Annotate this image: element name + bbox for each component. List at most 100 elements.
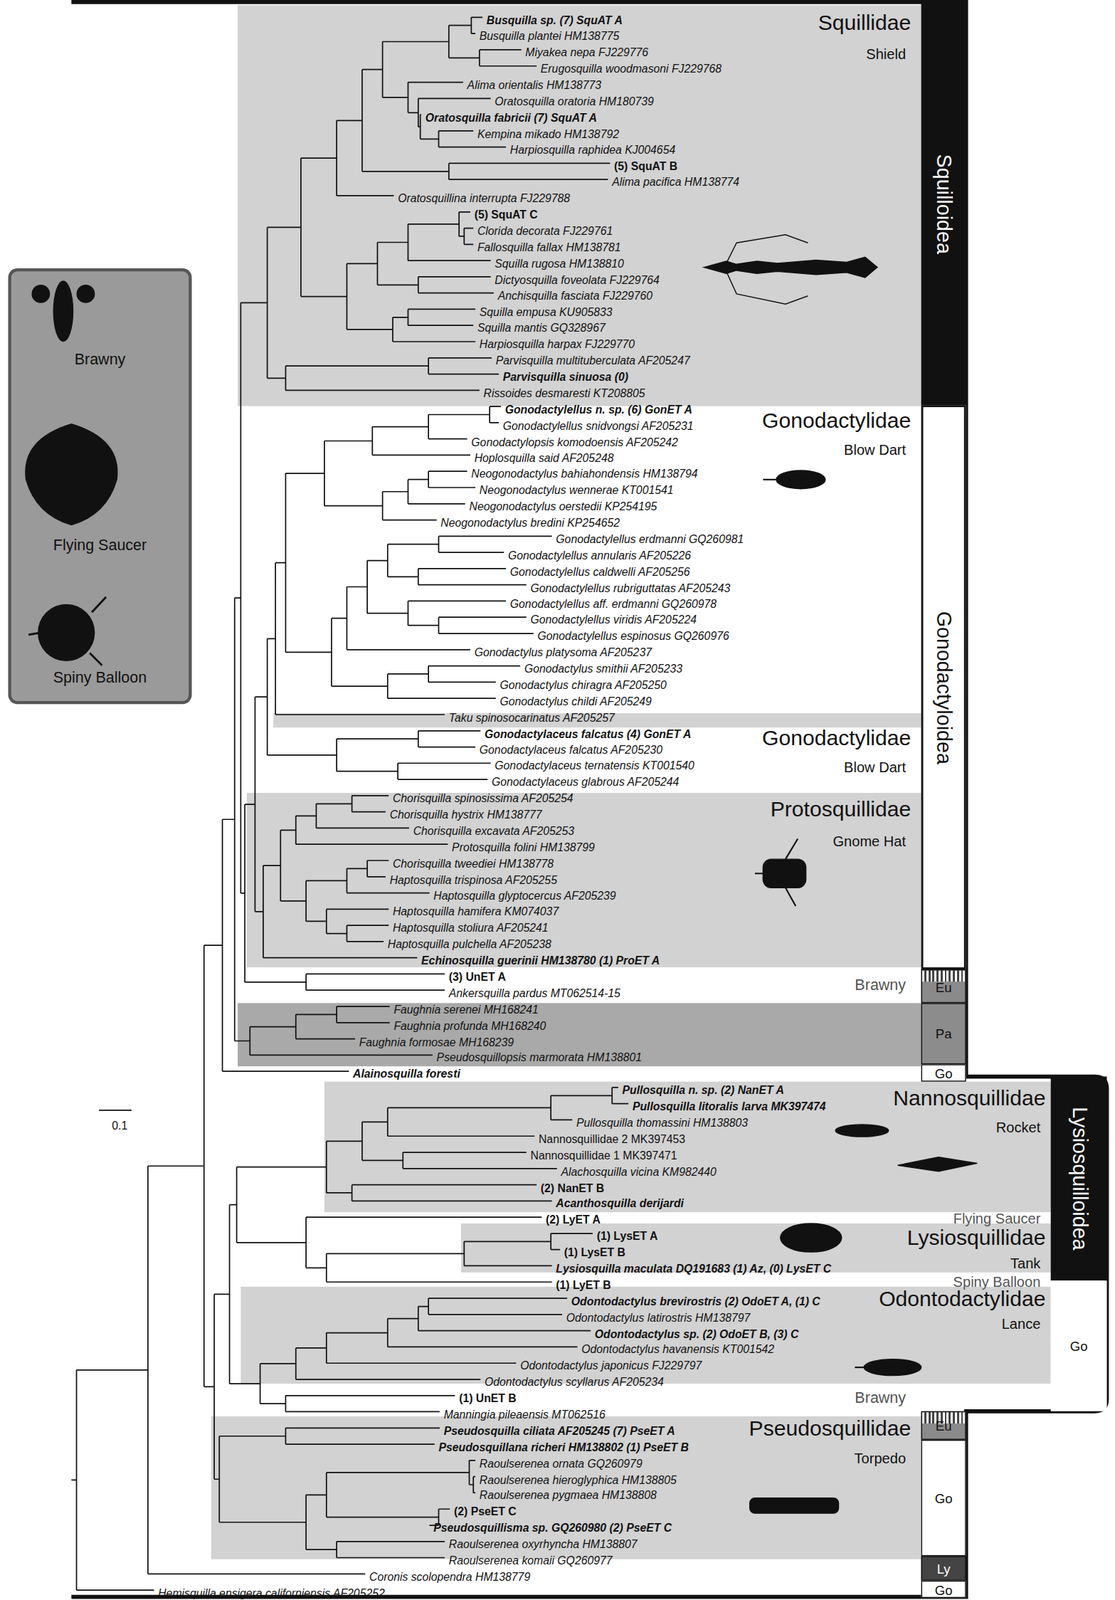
text-holder: (5) SquAT B: [614, 155, 678, 175]
taxon-label: Gonodactylellus aff. erdmanni GQ260978: [510, 596, 717, 610]
text: Flying Saucer: [53, 535, 147, 553]
text-holder: Torpedo: [854, 1448, 907, 1468]
text-holder: Chorisquilla spinosissima AF205254: [392, 787, 574, 807]
text-holder: Brawny: [854, 1388, 906, 1407]
taxon-label: Haptosquilla trispinosa AF205255: [389, 873, 558, 886]
taxon-label: Oratosquilla fabricii (7) SquAT A: [425, 111, 597, 124]
text-holder: Dictyosquilla foveolata FJ229764: [494, 268, 659, 288]
taxon-label: Gonodactylaceus falcatus (4) GonET A: [484, 727, 691, 740]
taxon-label: Gonodactylus platysoma AF205237: [474, 646, 652, 659]
taxon-label: Busquilla plantei HM138775: [479, 29, 620, 42]
taxon-label: Clorida decorata FJ229761: [477, 224, 613, 237]
text-holder: Haptosquilla hamifera KM074037: [392, 901, 559, 921]
text: Go: [1070, 1338, 1088, 1355]
text-holder: Echinosquilla guerinii HM138780 (1) ProE…: [421, 949, 660, 969]
taxon-label: Harpiosquilla raphidea KJ004654: [510, 143, 676, 156]
text-holder: Go: [922, 1488, 965, 1508]
text-holder: Pseudosquillopsis marmorata HM138801: [436, 1047, 642, 1066]
blowdart-silhouette: [776, 470, 826, 489]
text-holder: Haptosquilla glyptocercus AF205239: [433, 885, 616, 904]
text-holder: Spiny Balloon: [11, 668, 189, 687]
tank-silhouette: [780, 1223, 842, 1252]
torpedo-silhouette: [749, 1497, 839, 1514]
text-holder: Alima orientalis HM138773: [467, 74, 602, 94]
family-band: ProtosquillidaeGnome Hat: [246, 792, 922, 967]
taxon-label: Pullosquilla n. sp. (2) NanET A: [622, 1083, 785, 1096]
taxon-label: (1) LysET B: [564, 1245, 626, 1259]
text: Brawny: [74, 350, 126, 368]
taxon-label: Odontodactylus brevirostris (2) OdoET A,…: [571, 1294, 821, 1307]
taxon-label: (1) LyET B: [555, 1277, 611, 1291]
text-holder: Parvisquilla multituberculata AF205247: [495, 350, 691, 369]
text-holder: Anchisquilla fasciata FJ229760: [498, 285, 653, 304]
taxon-label: (2) PseET C: [453, 1504, 517, 1518]
text-holder: Haptosquilla pulchella AF205238: [387, 933, 552, 953]
text-holder: (1) LysET B: [564, 1241, 626, 1261]
taxon-label: Taku spinosocarinatus AF205257: [448, 710, 615, 723]
text-holder: Pseudosquilla ciliata AF205245 (7) PseET…: [444, 1420, 676, 1439]
text-holder: Rocket: [996, 1117, 1041, 1137]
text-holder: Pa: [922, 1023, 965, 1043]
text: Eu: [935, 979, 953, 995]
taxon-label: Gonodactylaceus ternatensis KT001540: [494, 759, 695, 772]
taxon-label: Gonodactylellus annularis AF205226: [508, 548, 691, 561]
taxon-label: Dictyosquilla foveolata FJ229764: [494, 273, 659, 286]
text: Spiny Balloon: [53, 668, 148, 686]
taxon-label: Gonodactylellus viridis AF205224: [530, 613, 697, 626]
text-holder: Faughnia formosae MH168239: [359, 1031, 514, 1050]
superfamily-bar: Go: [1050, 1280, 1108, 1412]
text: Gonodactyloidea: [932, 610, 956, 764]
taxon-label: Alima pacifica HM138774: [611, 175, 740, 188]
text-holder: Odontodactylus latirostris HM138797: [566, 1306, 751, 1325]
text: Pseudosquillidae: [749, 1415, 912, 1440]
taxon-label: Odontodactylus havanensis KT001542: [581, 1342, 775, 1355]
taxon-label: Faughnia serenei MH168241: [393, 1002, 538, 1015]
text: Odontodactylidae: [878, 1286, 1046, 1310]
taxon-label: Parvisquilla multituberculata AF205247: [495, 354, 691, 367]
text-holder: Oratosquilla oratoria HM180739: [494, 91, 654, 110]
text-holder: Haptosquilla stoliura AF205241: [392, 917, 549, 936]
text: Lance: [1001, 1314, 1041, 1332]
text-holder: Gonodactylellus snidvongsi AF205231: [503, 414, 694, 434]
taxon-label: Odontodactylus scyllarus AF205234: [484, 1375, 664, 1388]
taxon-label: Alima orientalis HM138773: [467, 78, 602, 91]
superfamily-bar: Eu: [921, 1411, 967, 1440]
text-holder: Protosquilla folini HM138799: [451, 836, 595, 855]
taxon-label: Pullosquilla litoralis larva MK397474: [632, 1100, 827, 1113]
taxon-label: Pseudosquillisma sp. GQ260980 (2) PseET …: [433, 1521, 672, 1534]
text-holder: Raoulserenea ornata GQ260979: [479, 1452, 643, 1471]
taxon-label: Squilla mantis GQ328967: [477, 321, 606, 334]
text-holder: Erugosquilla woodmasoni FJ229768: [540, 58, 722, 77]
frame: [71, 2, 1107, 1597]
text-holder: Hemisquilla ensigera californiensis AF20…: [157, 1581, 385, 1600]
text-holder: Haptosquilla trispinosa AF205255: [389, 868, 558, 888]
text-holder: Gonodactylus chiragra AF205250: [499, 674, 667, 694]
text-holder: Raoulserenea oxyrhyncha HM138807: [448, 1533, 638, 1552]
text: Squillidae: [818, 9, 912, 34]
scale-label: 0.1: [111, 1119, 128, 1132]
taxon-label: Gonodactylus chiragra AF205250: [499, 678, 667, 691]
text-holder: Pullosquilla litoralis larva MK397474: [632, 1095, 827, 1115]
text-holder: Kempina mikado HM138792: [477, 123, 620, 142]
taxon-label: Hemisquilla ensigera californiensis AF20…: [157, 1586, 385, 1599]
brawny-silhouette: [53, 280, 75, 342]
text-holder: (1) LysET A: [596, 1225, 659, 1244]
taxon-label: Squilla rugosa HM138810: [494, 256, 624, 269]
text: Tank: [1010, 1254, 1041, 1271]
text-holder: Shield: [865, 44, 906, 64]
taxon-label: (3) UnET A: [448, 969, 506, 982]
text-holder: Lance: [1001, 1314, 1041, 1333]
superfamily-bar: Eu: [921, 969, 967, 1003]
taxon-label: Rissoides desmaresti KT208805: [483, 386, 646, 399]
text-holder: Neogonodactylus wennerae KT001541: [479, 479, 674, 499]
text-holder: Nannosquillidae 1 MK397471: [530, 1144, 678, 1163]
text-holder: Gonodactylellus aff. erdmanni GQ260978: [510, 593, 717, 612]
family-band: [324, 1081, 1051, 1213]
shield-silhouette: [703, 256, 878, 278]
text-holder: Gonodactylaceus falcatus (4) GonET A: [484, 722, 691, 742]
text-holder: Go: [1050, 1336, 1108, 1355]
taxon-label: Fallosquilla fallax HM138781: [477, 240, 622, 253]
text-holder: Harpiosquilla harpax FJ229770: [479, 333, 635, 353]
text-holder: Gonodactylus smithii AF205233: [524, 658, 683, 677]
text-holder: Gonodactyloidea: [932, 610, 956, 764]
